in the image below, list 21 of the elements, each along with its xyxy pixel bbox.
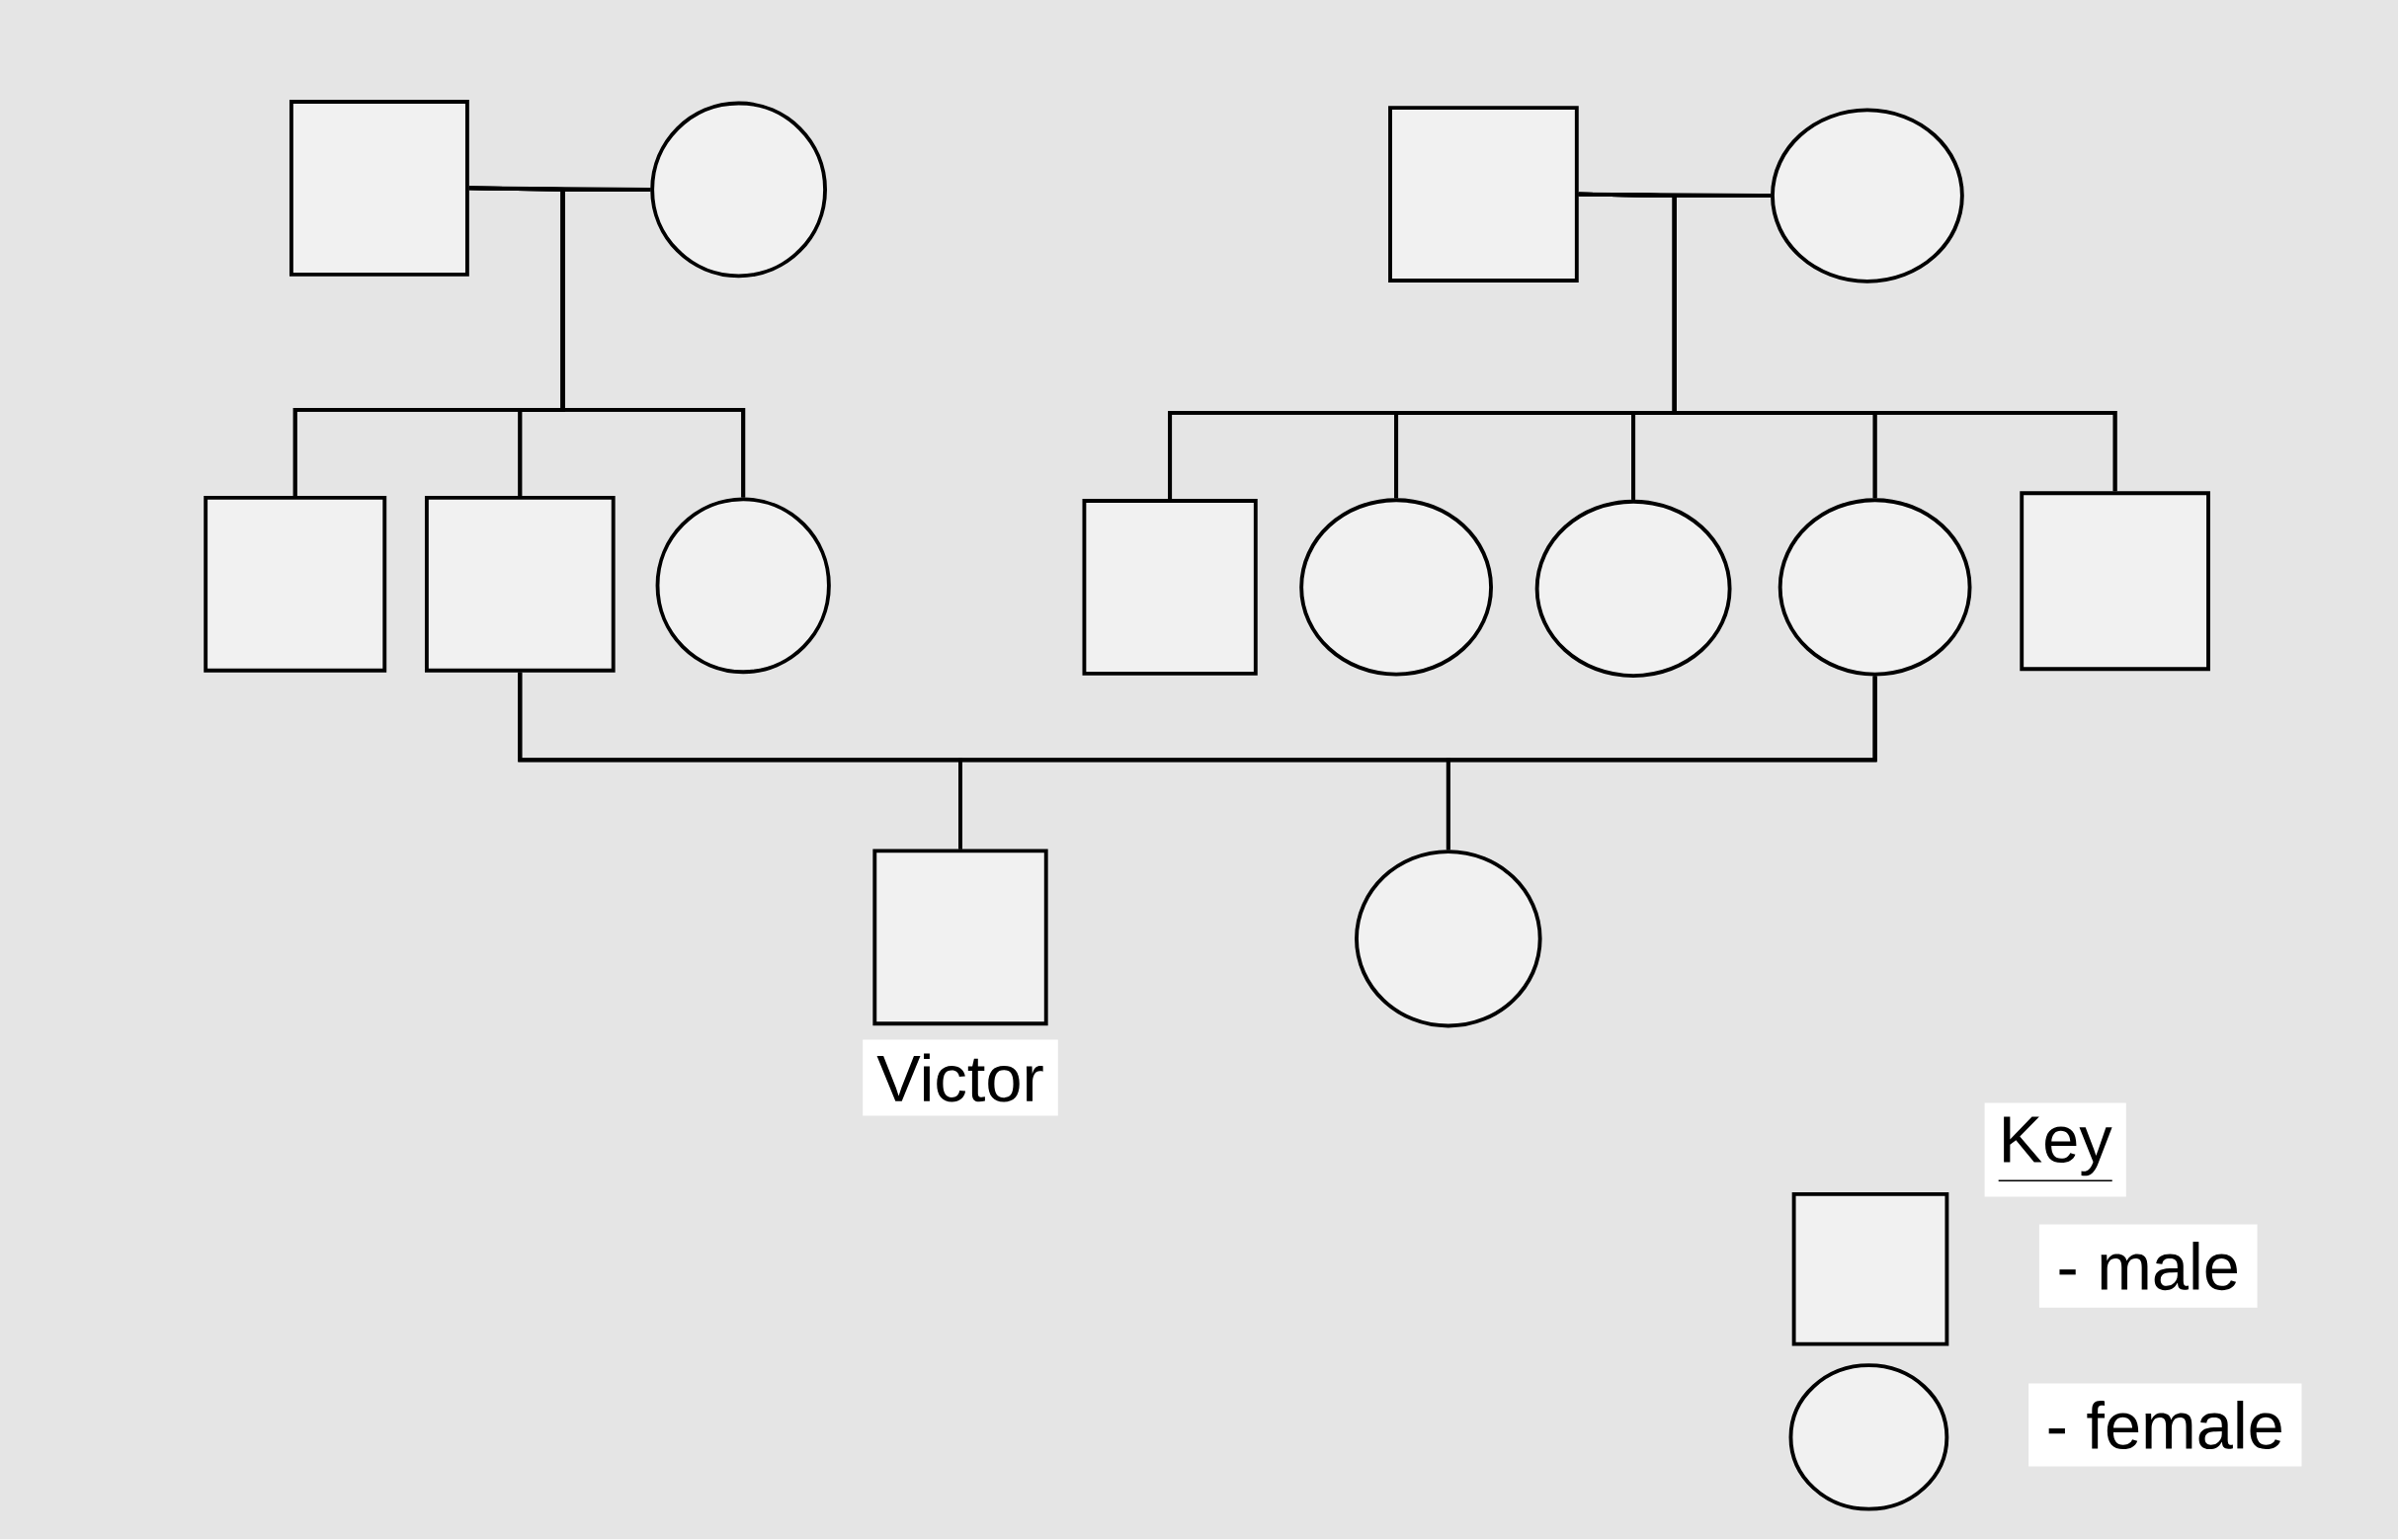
- female-circle: [1771, 108, 1964, 284]
- male-square: [1082, 499, 1258, 676]
- key-title: Key: [1984, 1102, 2126, 1197]
- name-label: Victor: [863, 1039, 1058, 1116]
- pedigree-line: [560, 188, 746, 498]
- female-circle: [1534, 499, 1732, 679]
- legend-entry: - male: [1791, 1192, 2258, 1346]
- female-circle: [655, 497, 831, 675]
- male-square: [289, 100, 469, 277]
- legend-entry: - female: [1788, 1363, 2302, 1511]
- pedigree-line: [1672, 194, 2117, 492]
- female-circle: [1778, 498, 1972, 677]
- female-circle: [1355, 850, 1542, 1028]
- female-circle: [650, 101, 827, 279]
- pedigree-line: [1446, 676, 1877, 851]
- female-circle: [1299, 498, 1493, 677]
- male-square: [204, 496, 387, 673]
- male-square: [424, 496, 616, 673]
- male-square: [872, 849, 1048, 1026]
- male-square: [2020, 491, 2210, 672]
- male-square: [1388, 106, 1579, 284]
